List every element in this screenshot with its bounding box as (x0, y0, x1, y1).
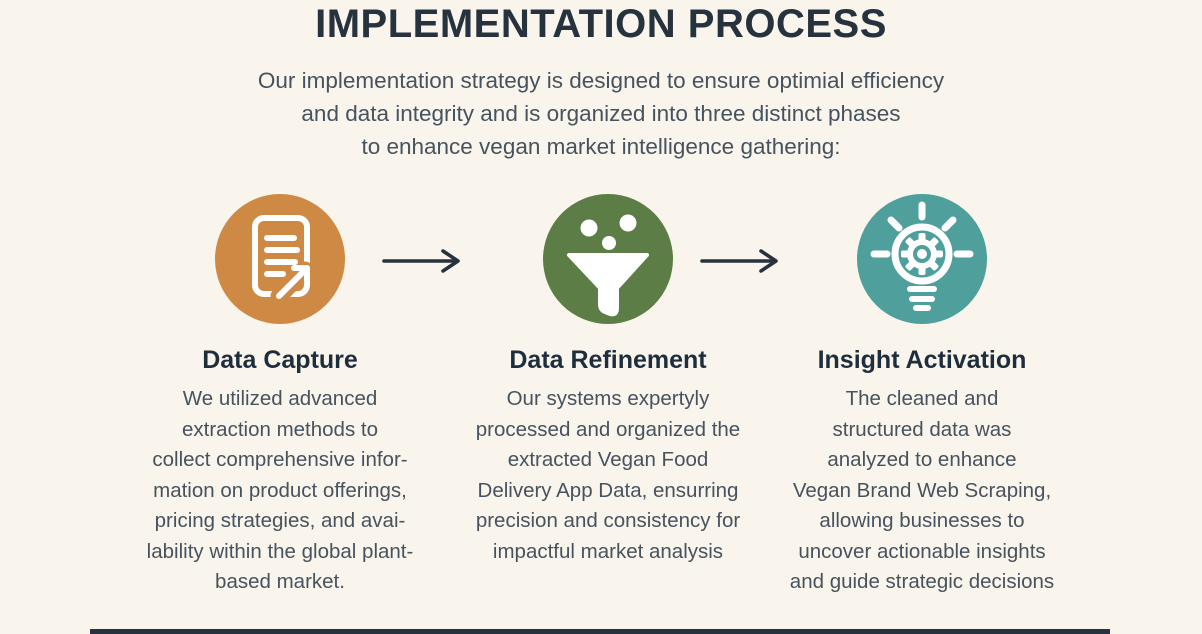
process-arrow-icon (381, 248, 473, 279)
lightbulb-gear-icon (857, 192, 987, 327)
page-subtitle: Our implementation strategy is designed … (257, 68, 945, 159)
data-refinement-circle (543, 194, 673, 324)
phase-column-data-refinement: Data Refinement Our systems expertyly pr… (438, 194, 778, 567)
phase-column-insight-activation: Insight Activation The cleaned and struc… (752, 194, 1092, 598)
phase-heading-data-capture: Data Capture (202, 346, 358, 374)
phase-body-insight-activation: The cleaned and structured data was anal… (789, 387, 1055, 593)
funnel-icon (543, 192, 673, 327)
document-extract-icon (215, 192, 345, 327)
phase-body-data-refinement: Our systems expertyly processed and orga… (475, 387, 741, 563)
insight-activation-circle (857, 194, 987, 324)
phase-column-data-capture: Data Capture We utilized advanced extrac… (110, 194, 450, 598)
phase-heading-data-refinement: Data Refinement (509, 346, 707, 374)
page-title: IMPLEMENTATION PROCESS (315, 2, 887, 46)
bottom-accent-bar (90, 629, 1110, 634)
phase-heading-insight-activation: Insight Activation (817, 346, 1027, 374)
phase-body-data-capture: We utilized advanced extraction methods … (146, 387, 414, 593)
data-capture-circle (215, 194, 345, 324)
process-arrow-icon (699, 248, 791, 279)
